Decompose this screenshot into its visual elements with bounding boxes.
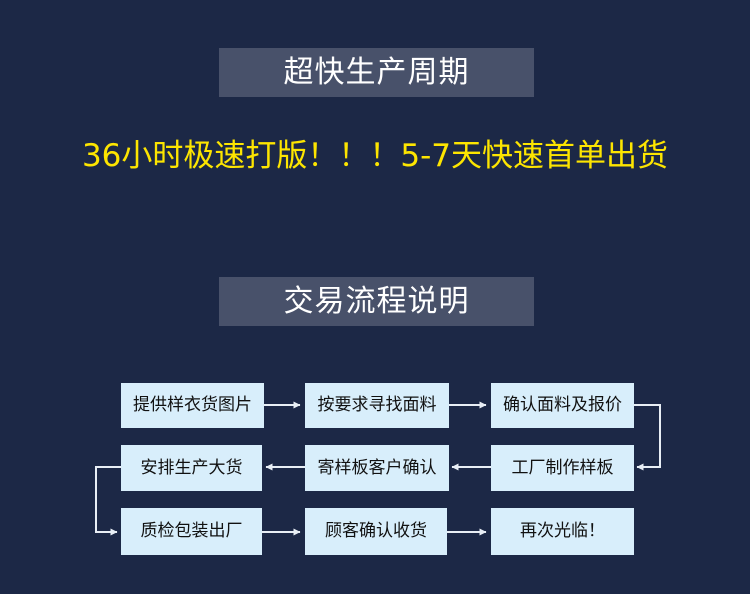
step-customer-receive: 顾客确认收货 xyxy=(305,508,447,555)
step-provide-sample-images: 提供样衣货图片 xyxy=(121,383,264,428)
step-arrange-bulk-production: 安排生产大货 xyxy=(121,445,262,491)
arrow-step3-to-step4 xyxy=(634,404,661,471)
step-source-fabric: 按要求寻找面料 xyxy=(305,383,449,428)
step-confirm-fabric-quote: 确认面料及报价 xyxy=(491,383,634,428)
step-welcome-back: 再次光临！ xyxy=(491,508,634,555)
arrow-step6-to-step7 xyxy=(95,466,121,536)
step-inspect-pack-ship: 质检包装出厂 xyxy=(121,508,262,555)
step-send-sample-confirm: 寄样板客户确认 xyxy=(305,445,449,491)
tagline-fast-sampling: 36小时极速打版！！！5-7天快速首单出货 xyxy=(81,138,669,174)
header-trade-process: 交易流程说明 xyxy=(219,277,534,326)
header-production-cycle: 超快生产周期 xyxy=(219,48,534,97)
step-factory-make-sample: 工厂制作样板 xyxy=(491,445,634,491)
